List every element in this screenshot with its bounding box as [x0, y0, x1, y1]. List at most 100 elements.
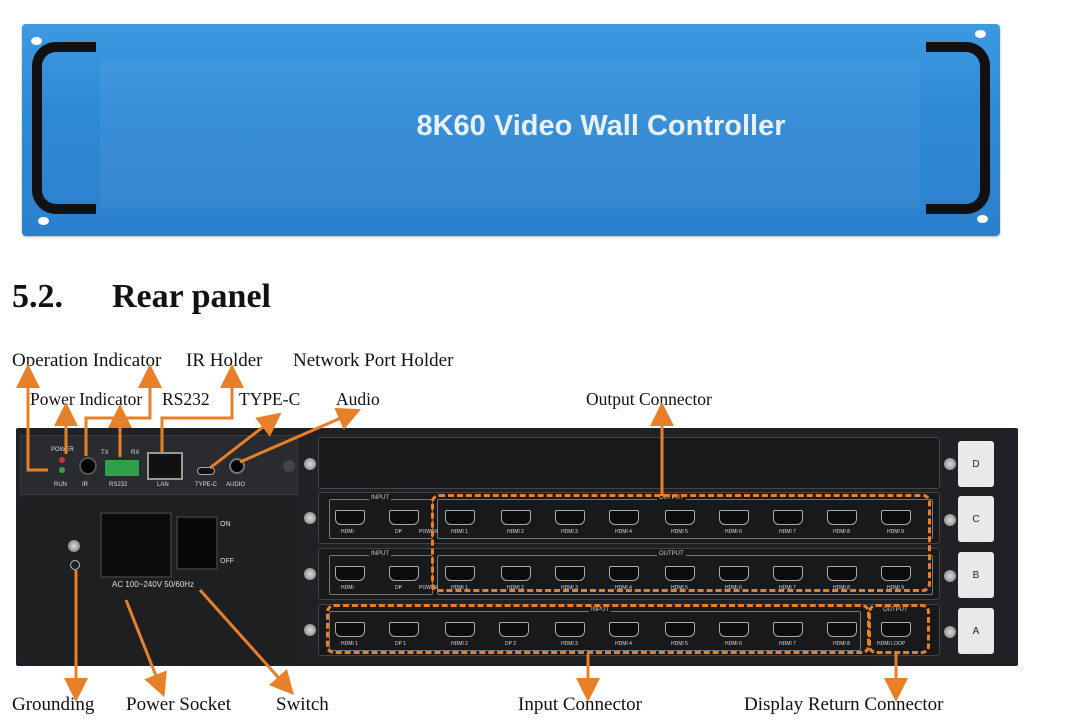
hdmi-port: [555, 622, 585, 637]
port-label: HDMI 5: [671, 641, 688, 647]
mount-hole: [977, 215, 988, 223]
port-label: HDMI 8: [833, 641, 850, 647]
arrow-ir-holder: [84, 364, 162, 456]
display-return-highlight: [868, 604, 930, 654]
arrow-type-c: [209, 412, 282, 470]
port-label: HDMI 2: [507, 585, 524, 591]
port-label: HDMI 4: [615, 585, 632, 591]
label-rs232: RS232: [162, 389, 210, 409]
port-label: HDMI 7: [779, 585, 796, 591]
front-panel-title: 8K60 Video Wall Controller: [416, 110, 786, 142]
arrow-operation-indicator: [16, 364, 48, 472]
hdmi-port: [335, 566, 365, 581]
screw: [304, 624, 316, 636]
rs232-terminal: [105, 460, 139, 476]
hdmi-port: [555, 510, 585, 525]
port-label: HDMI 1: [451, 585, 468, 591]
label-audio: Audio: [336, 389, 380, 409]
screw: [944, 626, 956, 638]
lan-port: [147, 452, 183, 480]
hdmi-port: [827, 510, 857, 525]
label-switch: Switch: [276, 694, 329, 715]
section-number: 5.2.: [12, 278, 63, 315]
slot-b: B: [958, 552, 994, 598]
label-network-port-holder: Network Port Holder: [293, 350, 454, 371]
hdmi-port: [609, 510, 639, 525]
run-led: [59, 467, 65, 473]
input-header: INPUT: [369, 551, 391, 557]
screw: [944, 514, 956, 526]
hdmi-port: [773, 566, 803, 581]
output-header: OUTPUT: [881, 607, 910, 613]
type-c-port-label: TYPE-C: [195, 482, 218, 488]
slot-a: A: [958, 608, 994, 654]
arrow-audio: [239, 407, 361, 464]
ground-symbol: [70, 560, 80, 570]
hdmi-port: [389, 566, 419, 581]
ac-rating: AC 100~240V 50/60Hz: [112, 580, 195, 589]
port-label: HDMI 6: [725, 529, 742, 535]
port-label: HDMI 3: [561, 529, 578, 535]
switch-on-label: ON: [220, 521, 231, 528]
hdmi-port: [609, 566, 639, 581]
hdmi-port: [719, 622, 749, 637]
port-label: HDMI 2: [451, 641, 468, 647]
power-port-label: POWER: [419, 529, 438, 535]
screw: [304, 568, 316, 580]
port-label: HDMI 8: [833, 529, 850, 535]
output-connector-highlight: [431, 494, 931, 592]
port-label: DP: [395, 585, 402, 591]
rx-label: RX: [131, 450, 140, 456]
port-label: HDMI 7: [779, 641, 796, 647]
hdmi-loop-port: [881, 622, 911, 637]
section-heading: 5.2. Rear panel: [12, 278, 271, 316]
power-led-label: POWER: [51, 447, 74, 453]
power-area: ON OFF AC 100~240V 50/60Hz: [20, 500, 296, 660]
hdmi-port: [773, 622, 803, 637]
hdmi-loop-label: HDMI LOOP: [877, 641, 906, 647]
ctrl-screw: [283, 460, 295, 472]
port-label: HDMI 9: [887, 529, 904, 535]
port-label: HDMI: [341, 529, 354, 535]
ir-port: [79, 457, 97, 475]
hdmi-port: [827, 622, 857, 637]
arrow-network-port-holder: [160, 364, 244, 452]
port-label: HDMI 3: [561, 585, 578, 591]
front-panel-face: [100, 60, 920, 208]
tx-label: TX: [101, 450, 109, 456]
hdmi-port: [827, 566, 857, 581]
rs232-port-label: RS232: [109, 482, 128, 488]
hdmi-port: [881, 510, 911, 525]
port-label: HDMI 7: [779, 529, 796, 535]
port-label: HDMI 5: [671, 585, 688, 591]
hdmi-port: [501, 510, 531, 525]
input-header: INPUT: [369, 495, 391, 501]
hdmi-port: [389, 510, 419, 525]
hdmi-port: [773, 510, 803, 525]
power-port-label: POWER: [419, 585, 438, 591]
section-title: Rear panel: [112, 278, 271, 315]
hdmi-port: [609, 622, 639, 637]
lan-label: LAN: [157, 482, 169, 488]
hdmi-port: [499, 622, 529, 637]
card-d: [318, 437, 940, 489]
arrow-power-socket: [124, 599, 167, 698]
power-led: [59, 457, 65, 463]
port-label: HDMI 5: [671, 529, 688, 535]
label-operation-indicator: Operation Indicator: [12, 350, 162, 371]
port-label: HDMI 1: [451, 529, 468, 535]
output-header: OUTPUT: [657, 495, 686, 501]
label-input-connector: Input Connector: [518, 694, 643, 715]
hdmi-port: [445, 510, 475, 525]
hdmi-port: [445, 566, 475, 581]
hdmi-port: [389, 622, 419, 637]
power-socket: [100, 512, 172, 578]
port-label: HDMI 1: [341, 641, 358, 647]
type-c-port: [197, 467, 215, 475]
port-label: HDMI 4: [615, 529, 632, 535]
front-panel-image: 8K60 Video Wall Controller: [22, 24, 1000, 236]
port-label: HDMI 4: [615, 641, 632, 647]
